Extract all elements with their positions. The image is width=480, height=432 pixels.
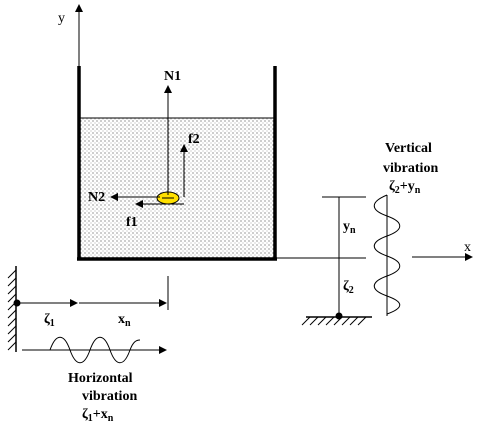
vertical-vibration-equation: ζ2+yn [389,179,421,196]
vertical-vibration-wave [373,194,401,315]
xn-label: xn [118,312,131,329]
ground-pivot-right [335,312,343,320]
horizontal-vibration-equation: ζ1+xn [82,407,114,424]
horizontal-vibration-line1: Horizontal [68,371,133,386]
force-f1-label: f1 [126,215,138,230]
force-n2-label: N2 [88,190,105,205]
ground-right-hatch [301,316,367,326]
zeta1-label: ζ1 [44,312,55,329]
vertical-vibration-line1: Vertical [385,141,432,156]
granular-material [80,118,274,258]
force-f2-label: f2 [188,132,200,147]
ground-left-hatch [7,269,17,351]
y-axis-label: y [58,11,65,26]
yn-label: yn [343,219,356,236]
zeta2-label: ζ2 [343,279,354,296]
force-n1-label: N1 [164,69,181,84]
vertical-vibration-line2: vibration [383,161,438,176]
x-axis-label: x [464,240,471,255]
horizontal-vibration-line2: vibration [82,389,137,404]
horizontal-vibration-wave [49,336,141,364]
